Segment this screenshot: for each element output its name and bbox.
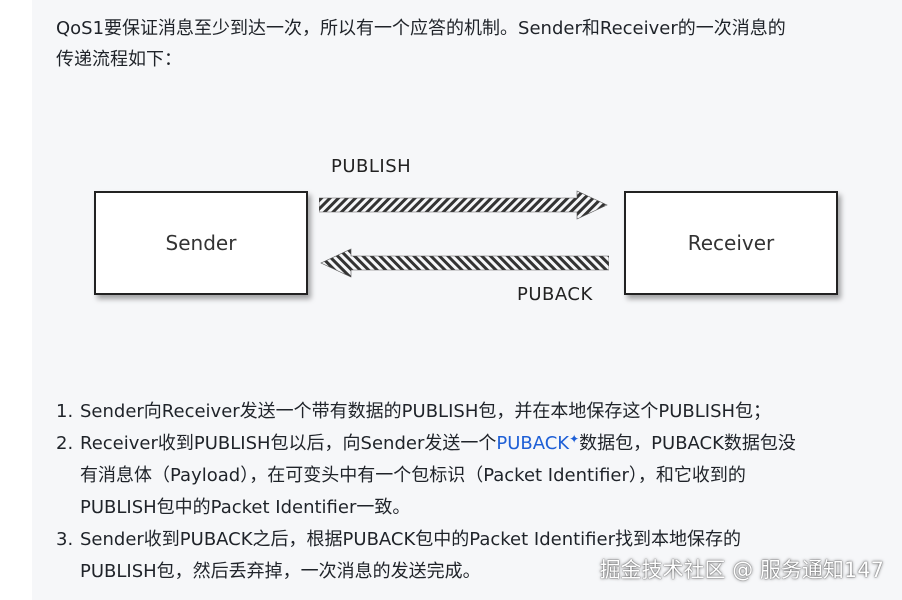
steps-list: 1. Sender向Receiver发送一个带有数据的PUBLISH包，并在本地… — [56, 396, 900, 588]
step-2-post: 数据包，PUBACK数据包没 — [579, 433, 796, 454]
receiver-box: Receiver — [624, 191, 838, 295]
step-3-line-1: Sender收到PUBACK之后，根据PUBACK包中的Packet Ident… — [80, 529, 741, 550]
step-number: 3. — [56, 529, 74, 550]
puback-label: PUBACK — [517, 284, 593, 305]
step-2-pre: Receiver收到PUBLISH包以后，向Sender发送一个 — [80, 433, 497, 454]
puback-link-text: PUBACK — [496, 433, 570, 454]
step-2-line-2: 有消息体（Payload），在可变头中有一个包标识（Packet Identif… — [80, 465, 746, 486]
step-number: 1. — [56, 401, 74, 422]
publish-arrow — [319, 190, 608, 220]
intro-line-1: QoS1要保证消息至少到达一次，所以有一个应答的机制。Sender和Receiv… — [56, 18, 786, 39]
qos1-flow-diagram: PUBLISH Sender Receiver PUBACK — [94, 150, 854, 310]
step-number: 2. — [56, 433, 74, 454]
publish-label: PUBLISH — [331, 156, 412, 177]
intro-line-2: 传递流程如下： — [56, 49, 182, 70]
step-2-line-3: PUBLISH包中的Packet Identifier一致。 — [80, 497, 411, 518]
list-item: 1. Sender向Receiver发送一个带有数据的PUBLISH包，并在本地… — [56, 396, 900, 428]
list-item: 2. Receiver收到PUBLISH包以后，向Sender发送一个PUBAC… — [56, 428, 900, 524]
article-content: QoS1要保证消息至少到达一次，所以有一个应答的机制。Sender和Receiv… — [32, 0, 902, 600]
step-1-line-1: Sender向Receiver发送一个带有数据的PUBLISH包，并在本地保存这… — [80, 401, 772, 422]
intro-paragraph: QoS1要保证消息至少到达一次，所以有一个应答的机制。Sender和Receiv… — [56, 13, 876, 75]
puback-link[interactable]: PUBACK✦ — [496, 432, 580, 454]
watermark: 掘金技术社区 @ 服务通知147 — [599, 558, 884, 582]
sender-box: Sender — [94, 191, 308, 295]
puback-arrow — [320, 248, 609, 278]
list-item: 3. Sender收到PUBACK之后，根据PUBACK包中的Packet Id… — [56, 524, 900, 588]
sparkle-icon: ✦ — [569, 432, 580, 446]
step-3-line-2: PUBLISH包，然后丢弃掉，一次消息的发送完成。 — [80, 561, 481, 582]
